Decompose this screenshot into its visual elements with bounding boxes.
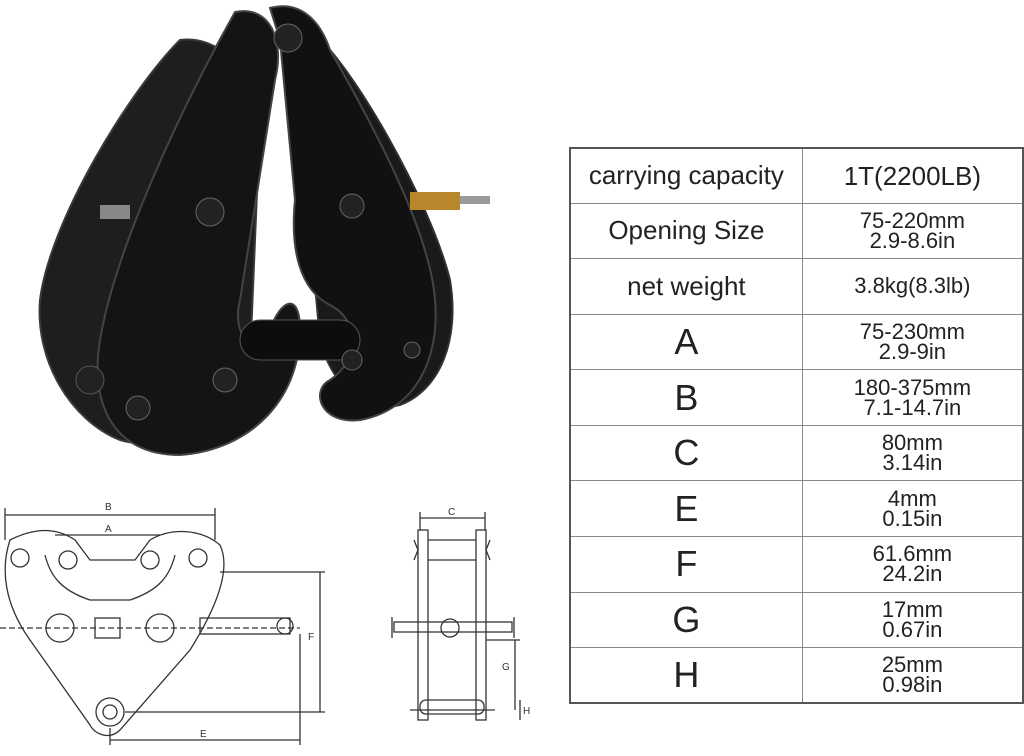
dim-h-label: H <box>523 706 530 717</box>
front-view-drawing: B A F E <box>0 502 325 745</box>
spec-label: F <box>569 536 803 593</box>
spec-label: Opening Size <box>569 202 803 260</box>
dim-b-label: B <box>105 502 112 513</box>
dim-a-label: A <box>105 524 112 535</box>
spec-label: B <box>569 369 803 426</box>
spec-label: carrying capacity <box>569 147 803 204</box>
dim-g-label: G <box>502 662 510 673</box>
beam-clamp-photo <box>38 5 490 457</box>
spec-label: H <box>569 647 803 704</box>
side-view-drawing: C G H <box>391 507 530 721</box>
dim-c-label: C <box>448 507 455 518</box>
spec-value: 1T(2200LB) <box>801 147 1024 204</box>
spec-table: carrying capacity 1T(2200LB) Opening Siz… <box>569 147 1024 705</box>
spec-row-weight: net weight 3.8kg(8.3lb) <box>569 258 1024 315</box>
spec-label: G <box>569 591 803 649</box>
spec-value: 3.8kg(8.3lb) <box>801 258 1024 315</box>
spec-label: C <box>569 424 803 482</box>
spec-label: net weight <box>569 258 803 315</box>
spec-label: E <box>569 480 803 538</box>
dim-f-label: F <box>308 632 314 643</box>
spec-label: A <box>569 313 803 371</box>
spec-row-capacity: carrying capacity 1T(2200LB) <box>569 147 1024 204</box>
dim-e-label: E <box>200 729 207 740</box>
